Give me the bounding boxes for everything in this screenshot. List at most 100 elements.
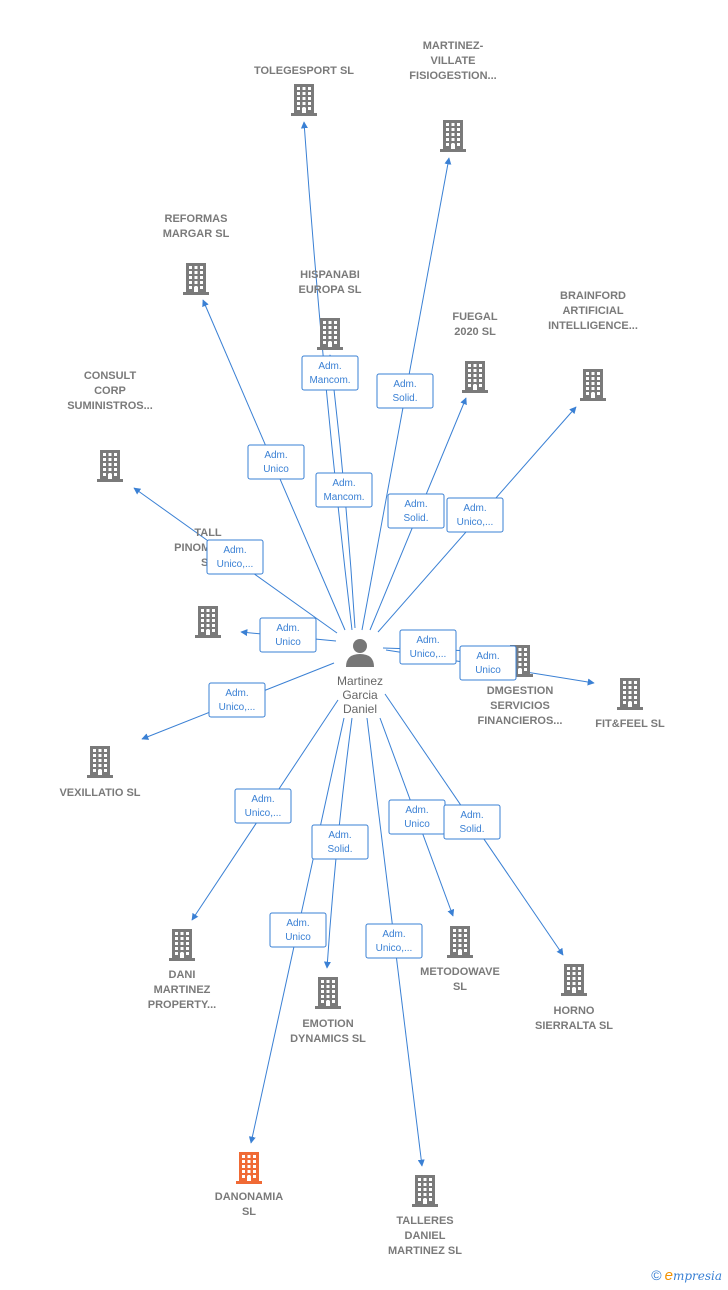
relation-badge-box xyxy=(301,355,359,391)
building-icon xyxy=(580,369,606,401)
relation-badge-dmgestion[interactable]: Adm. Unico,... xyxy=(399,629,457,665)
company-node-tolegesport[interactable]: TOLEGESPORT SL xyxy=(254,65,354,116)
building-icon xyxy=(87,746,113,778)
relation-badge-box xyxy=(206,539,264,575)
relation-badge-talleres-pinomotor[interactable]: Adm.Unico xyxy=(259,617,317,653)
relation-badge-reformas-margar[interactable]: Adm. Unico xyxy=(247,444,305,480)
company-label: HISPANABI xyxy=(300,269,360,281)
relation-badge-martinez-villate[interactable]: Adm. Solid. xyxy=(376,373,434,409)
building-icon xyxy=(462,361,488,393)
relation-badge-text: Mancom. xyxy=(309,375,350,386)
relation-badge-vexillatio[interactable]: Adm.Unico,... xyxy=(208,682,266,718)
relation-badge-text: Adm. xyxy=(332,478,355,489)
company-label: DANIEL xyxy=(405,1230,446,1242)
relation-badge-emotion-dynamics[interactable]: Adm. Solid. xyxy=(311,824,369,860)
relation-badge-consult-corp[interactable]: Adm.Unico,... xyxy=(206,539,264,575)
relation-badge-text: Adm. xyxy=(276,623,299,634)
company-label: EMOTION xyxy=(302,1018,353,1030)
building-icon xyxy=(315,977,341,1009)
company-node-horno-sierralta[interactable]: HORNO SIERRALTA SL xyxy=(535,964,613,1032)
relation-badge-dani-martinez[interactable]: Adm. Unico,... xyxy=(234,788,292,824)
relation-badge-box xyxy=(259,617,317,653)
company-label: SERVICIOS xyxy=(490,700,550,712)
relation-badge-text: Adm. xyxy=(251,794,274,805)
relation-badge-fitfeel[interactable]: Adm.Unico xyxy=(459,645,517,681)
relation-badge-brainford[interactable]: Adm.Unico,... xyxy=(446,497,504,533)
relation-badge-text: Solid. xyxy=(403,513,428,524)
relation-badge-danonamia[interactable]: Adm.Unico xyxy=(269,912,327,948)
badges-layer: Adm.Mancom.Adm.Solid.Adm.UnicoAdm.Mancom… xyxy=(206,355,517,959)
footer-brand[interactable]: ©empresia xyxy=(651,1267,722,1284)
relation-badge-text: Unico xyxy=(263,464,289,475)
company-label: CONSULT xyxy=(84,370,137,382)
relation-badge-text: Unico,... xyxy=(410,649,447,660)
relation-badge-tolegesport[interactable]: Adm. Mancom. xyxy=(301,355,359,391)
nodes-layer: TOLEGESPORT SL MARTINEZ- VILLATE FISIOGESTI… xyxy=(59,40,665,1257)
relation-badge-box xyxy=(234,788,292,824)
relation-badge-text: Adm. xyxy=(328,830,351,841)
relation-badge-text: Unico,... xyxy=(245,808,282,819)
company-node-fitfeel[interactable]: FIT&FEEL SL xyxy=(595,678,665,730)
company-label: DANI xyxy=(169,969,196,981)
relation-badge-hispanabi[interactable]: Adm.Mancom. xyxy=(315,472,373,508)
relation-badge-text: Unico xyxy=(475,665,501,676)
relation-badge-horno-sierralta[interactable]: Adm.Solid. xyxy=(443,804,501,840)
relation-badge-text: Adm. xyxy=(264,450,287,461)
company-label: VILLATE xyxy=(430,55,475,67)
company-node-brainford[interactable]: BRAINFORDARTIFICIALINTELLIGENCE... xyxy=(548,290,638,401)
company-label: SL xyxy=(242,1206,256,1218)
company-node-consult-corp[interactable]: CONSULTCORPSUMINISTROS... xyxy=(67,370,153,482)
relation-badge-metodowave[interactable]: Adm.Unico xyxy=(388,799,446,835)
relation-badge-box xyxy=(311,824,369,860)
company-label: MARTINEZ xyxy=(154,984,211,996)
company-label: FISIOGESTION... xyxy=(409,70,496,82)
relation-badge-text: Adm. xyxy=(416,635,439,646)
relation-badge-text: Unico,... xyxy=(217,559,254,570)
building-icon xyxy=(97,450,123,482)
company-label: MARTINEZ- xyxy=(423,40,484,52)
relation-badge-box xyxy=(269,912,327,948)
relation-badge-box xyxy=(247,444,305,480)
relation-badge-text: Adm. xyxy=(318,361,341,372)
relation-badge-text: Adm. xyxy=(286,918,309,929)
relation-badge-box xyxy=(376,373,434,409)
relation-badge-box xyxy=(315,472,373,508)
relation-badge-text: Adm. xyxy=(393,379,416,390)
company-label: 2020 SL xyxy=(454,326,496,338)
company-label: DYNAMICS SL xyxy=(290,1033,366,1045)
relation-badge-text: Adm. xyxy=(460,810,483,821)
company-label: FINANCIEROS... xyxy=(478,715,563,727)
company-label: VEXILLATIO SL xyxy=(59,787,140,799)
company-node-dani-martinez[interactable]: DANIMARTINEZPROPERTY... xyxy=(148,929,216,1011)
relation-badge-text: Adm. xyxy=(382,929,405,940)
company-label: TALLERES xyxy=(396,1215,453,1227)
building-icon xyxy=(291,84,317,116)
company-node-vexillatio[interactable]: VEXILLATIO SL xyxy=(59,746,141,799)
company-node-emotion-dynamics[interactable]: EMOTION DYNAMICS SL xyxy=(290,977,366,1045)
building-icon xyxy=(617,678,643,710)
company-label: SUMINISTROS... xyxy=(67,400,153,412)
company-label: SL xyxy=(453,981,467,993)
company-label: SIERRALTA SL xyxy=(535,1020,613,1032)
relation-badge-text: Adm. xyxy=(463,503,486,514)
relation-badge-text: Solid. xyxy=(327,844,352,855)
company-label: HORNO xyxy=(554,1005,595,1017)
brand-name: mpresia xyxy=(672,1269,722,1283)
company-label: TOLEGESPORT SL xyxy=(254,65,354,77)
brand-initial: e xyxy=(664,1267,673,1284)
relation-badge-box xyxy=(365,923,423,959)
building-icon xyxy=(440,120,466,152)
relation-badge-fuegal[interactable]: Adm.Solid. xyxy=(387,493,445,529)
company-node-martinez-villate[interactable]: MARTINEZ- VILLATE FISIOGESTION... xyxy=(409,40,497,152)
relation-badge-talleres-daniel[interactable]: Adm. Unico,... xyxy=(365,923,423,959)
relation-badge-text: Unico,... xyxy=(376,943,413,954)
relation-badge-text: Solid. xyxy=(392,393,417,404)
